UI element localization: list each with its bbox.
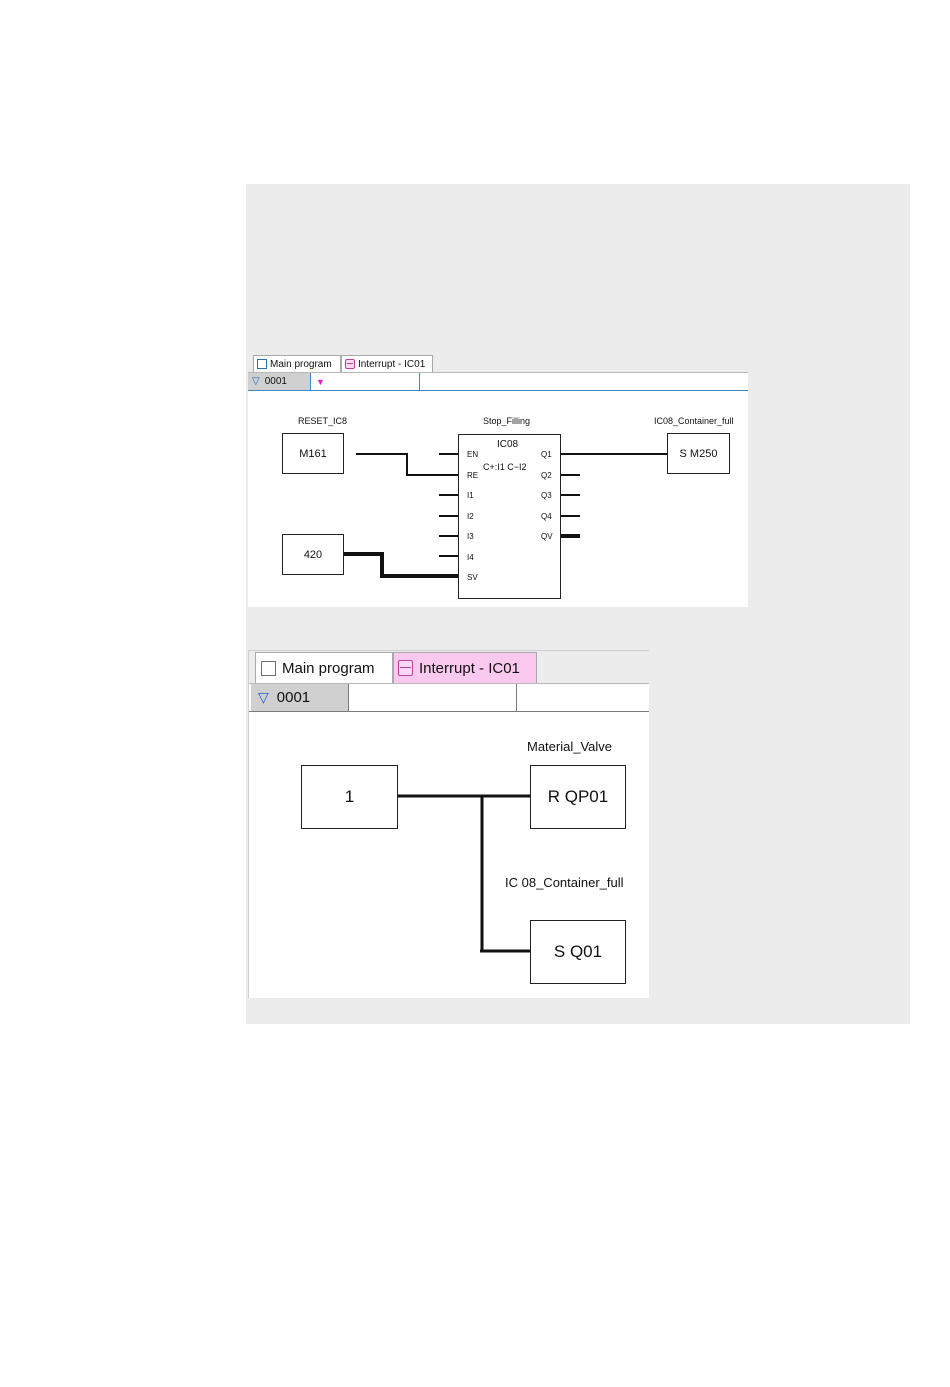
constant-1-block[interactable]: 1 xyxy=(301,765,398,829)
counter-function-block-ic08[interactable]: IC08 C+:I1 C−I2 EN RE I1 I2 I3 I4 SV Q1 … xyxy=(458,434,561,599)
pin-re: RE xyxy=(467,471,478,480)
function-block-type: IC08 xyxy=(497,439,518,450)
main-program-editor: Main program Interrupt - IC01 ▽ 0001 ▼ xyxy=(248,354,748,607)
function-block-instance-name: Stop_Filling xyxy=(483,416,530,426)
pin-i2: I2 xyxy=(467,512,474,521)
input-operand-name: RESET_IC8 xyxy=(298,416,347,426)
reset-coil-qp01[interactable]: R QP01 xyxy=(530,765,626,829)
input-contact-m161[interactable]: M161 xyxy=(282,433,344,474)
pin-i4: I4 xyxy=(467,553,474,562)
output-operand-name: IC08_Container_full xyxy=(654,416,734,426)
pin-en: EN xyxy=(467,450,478,459)
pin-q2: Q2 xyxy=(541,471,552,480)
interrupt-ic01-editor: Main program Interrupt - IC01 ▽ 0001 1 M… xyxy=(248,650,649,998)
pin-q3: Q3 xyxy=(541,491,552,500)
pin-q4: Q4 xyxy=(541,512,552,521)
coil-operand-name: IC 08_Container_full xyxy=(505,875,624,890)
output-coil-m250[interactable]: S M250 xyxy=(667,433,730,474)
constant-420-block[interactable]: 420 xyxy=(282,534,344,575)
set-coil-q01[interactable]: S Q01 xyxy=(530,920,626,984)
pin-sv: SV xyxy=(467,573,478,582)
function-block-params: C+:I1 C−I2 xyxy=(483,462,527,472)
pin-i1: I1 xyxy=(467,491,474,500)
pin-q1: Q1 xyxy=(541,450,552,459)
pin-i3: I3 xyxy=(467,532,474,541)
pin-qv: QV xyxy=(541,532,553,541)
coil-operand-name: Material_Valve xyxy=(527,739,612,754)
